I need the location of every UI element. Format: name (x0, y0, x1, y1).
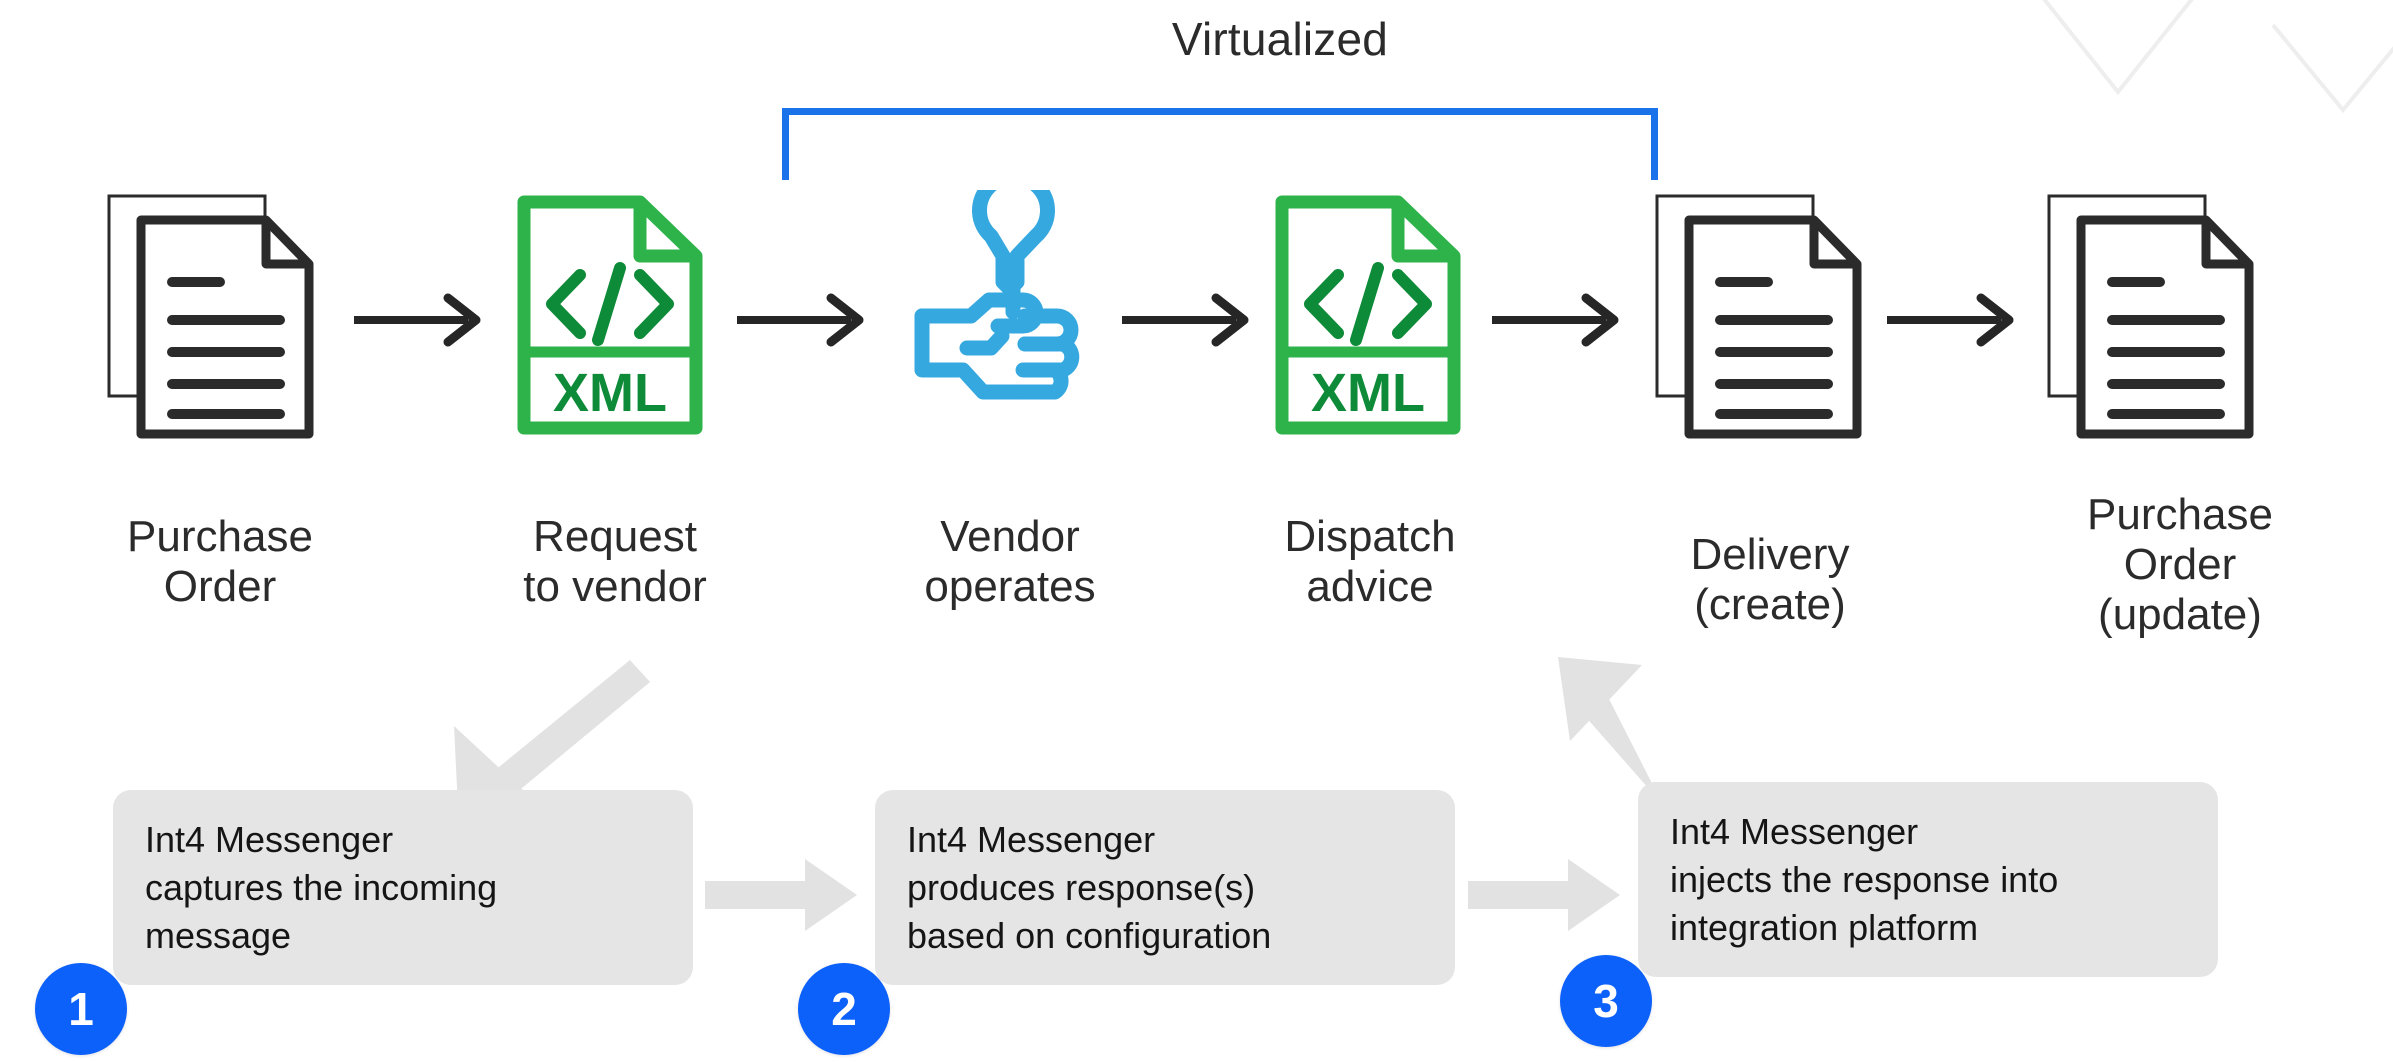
flow-arrow-5 (1887, 293, 2014, 347)
xml-icon-label: XML (553, 363, 667, 423)
flow-arrow-4 (1492, 293, 1619, 347)
documents-icon (1655, 194, 1862, 439)
documents-icon (2047, 194, 2254, 439)
node-request-to-vendor[interactable]: XML (510, 190, 720, 440)
virtualized-bracket (782, 108, 1658, 180)
grey-arrow-up-to-delivery (1558, 657, 1662, 803)
node-purchase-order-update[interactable] (2040, 190, 2280, 440)
step-box-3[interactable]: Int4 Messenger injects the response into… (1638, 782, 2218, 977)
flow-arrow-1 (354, 293, 481, 347)
node-vendor-operates[interactable] (905, 190, 1125, 440)
caption-dispatch-advice: Dispatch advice (1284, 512, 1456, 612)
node-delivery-create[interactable] (1648, 190, 1888, 440)
step-badge-3[interactable]: 3 (1560, 955, 1652, 1047)
xml-icon-label: XML (1311, 363, 1425, 423)
node-purchase-order[interactable] (100, 190, 340, 440)
grey-arrow-step-2-to-3 (1468, 859, 1620, 931)
caption-vendor-operates: Vendor operates (924, 512, 1096, 612)
caption-purchase-order-update: Purchase Order (update) (2087, 490, 2273, 640)
xml-file-icon: XML (517, 195, 703, 435)
flow-arrow-3 (1122, 293, 1249, 347)
step-badge-2-number: 2 (831, 983, 857, 1035)
grey-arrow-step-1-to-2 (705, 859, 857, 931)
documents-icon (107, 194, 314, 439)
caption-request-to-vendor: Request to vendor (523, 512, 707, 612)
corner-chevron-decoration (2042, 0, 2393, 114)
step-box-2[interactable]: Int4 Messenger produces response(s) base… (875, 790, 1455, 985)
flow-icon-row: XML (0, 190, 2393, 440)
step-box-1[interactable]: Int4 Messenger captures the incoming mes… (113, 790, 693, 985)
caption-delivery-create: Delivery (create) (1690, 530, 1850, 630)
step-badge-3-number: 3 (1593, 975, 1619, 1027)
step-badge-2[interactable]: 2 (798, 963, 890, 1055)
step-badge-1-number: 1 (68, 983, 94, 1035)
xml-file-icon: XML (1275, 195, 1461, 435)
flow-arrow-2 (737, 293, 864, 347)
step-badge-1[interactable]: 1 (35, 963, 127, 1055)
virtualized-label: Virtualized (1171, 13, 1389, 65)
hand-wrench-icon (914, 190, 1080, 400)
node-dispatch-advice[interactable]: XML (1268, 190, 1478, 440)
caption-purchase-order: Purchase Order (127, 512, 313, 612)
grey-arrow-down-to-step-1 (454, 660, 650, 808)
step-box-1-text: Int4 Messenger captures the incoming mes… (145, 819, 498, 956)
step-box-3-text: Int4 Messenger injects the response into… (1670, 811, 2059, 948)
step-box-2-text: Int4 Messenger produces response(s) base… (907, 819, 1272, 956)
